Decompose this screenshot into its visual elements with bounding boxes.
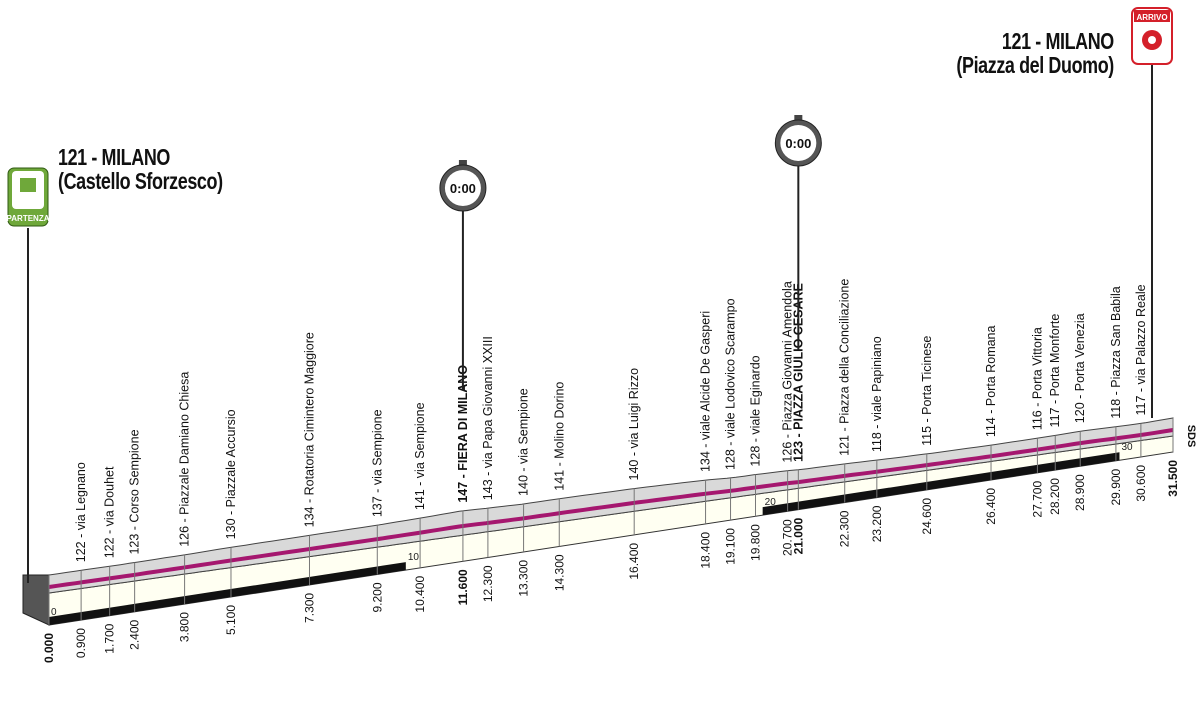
- waypoint-label: 128 - viale Eginardo: [749, 355, 763, 466]
- start-title-line2: (Castello Sforzesco): [58, 168, 223, 194]
- sds-label: SDS: [1185, 425, 1197, 448]
- waypoint-km-label: 19.800: [749, 524, 763, 561]
- waypoint-label: 121 - Piazza della Conciliazione: [838, 279, 852, 456]
- waypoint-label: 123 - PIAZZA GIULIO CESARE: [791, 283, 805, 462]
- waypoint-km-label: 5.100: [224, 605, 238, 635]
- waypoint-km-label: 31.500: [1166, 460, 1180, 497]
- stopwatch-crown: [794, 115, 803, 121]
- start-title-line1: 121 - MILANO: [58, 144, 170, 170]
- waypoint-label: 128 - viale Lodovico Scarampo: [724, 298, 738, 470]
- waypoint-label: 141 - Molino Dorino: [552, 382, 566, 491]
- waypoint-label: 147 - FIERA DI MILANO: [456, 365, 470, 503]
- waypoint-km-label: 10.400: [413, 576, 427, 613]
- waypoint-km-label: 24.600: [920, 498, 934, 535]
- waypoint-km-label: 21.000: [791, 517, 805, 554]
- stopwatch-time-label: 0:00: [785, 136, 811, 151]
- waypoint-km-label: 18.400: [699, 532, 713, 569]
- waypoint-km-label: 16.400: [627, 543, 641, 580]
- start-badge-icon: PARTENZA: [7, 167, 50, 227]
- waypoint-km-label: 28.900: [1073, 474, 1087, 511]
- waypoint-label: 137 - via Sempione: [370, 409, 384, 517]
- finish-badge-icon: ARRIVO: [1131, 7, 1173, 65]
- waypoint-km-label: 9.200: [370, 582, 384, 612]
- distance-scale-band: [49, 562, 406, 625]
- waypoint-label: 141 - via Sempione: [413, 402, 427, 510]
- waypoint-label: 134 - Rotatoria Cimintero Maggiore: [302, 332, 316, 527]
- profile-band: [48, 428, 1174, 589]
- finish-badge-label: ARRIVO: [1136, 13, 1167, 22]
- waypoint-label: 140 - via Sempione: [517, 388, 531, 496]
- waypoint-label: 126 - Piazzale Damiano Chiesa: [178, 372, 192, 547]
- waypoint-label: 143 - via Papa Giovanni XXIII: [481, 336, 495, 500]
- waypoint-km-label: 0.000: [42, 633, 56, 663]
- waypoint-label: 134 - viale Alcide De Gasperi: [699, 311, 713, 472]
- waypoint-km-label: 11.600: [456, 569, 470, 605]
- distance-marker-label: 30: [1121, 442, 1133, 453]
- distance-marker-label: 0: [51, 607, 57, 618]
- finish-title: 121 - MILANO (Piazza del Duomo): [956, 28, 1115, 78]
- stopwatch-face: [780, 125, 817, 161]
- waypoint-km-label: 0.900: [74, 628, 88, 658]
- finish-badge-top: [1134, 10, 1170, 22]
- waypoint-km-label: 1.700: [103, 623, 117, 653]
- waypoint-km-label: 13.300: [517, 560, 531, 597]
- stopwatch-time-label: 0:00: [450, 181, 476, 196]
- distance-marker-label: 10: [408, 552, 420, 563]
- stopwatch-face: [444, 170, 481, 206]
- finish-title-line2: (Piazza del Duomo): [956, 52, 1115, 78]
- waypoint-km-label: 26.400: [984, 488, 998, 525]
- waypoint-label: 117 - Porta Monforte: [1048, 314, 1062, 428]
- waypoint-label: 114 - Porta Romana: [984, 325, 998, 437]
- waypoint-km-label: 28.200: [1048, 478, 1062, 515]
- waypoint-label: 122 - via Legnano: [74, 462, 88, 562]
- waypoint-km-label: 3.800: [178, 612, 192, 642]
- waypoint-km-label: 30.600: [1134, 465, 1148, 502]
- waypoint-label: 122 - via Douhet: [103, 466, 117, 558]
- waypoint-label: 120 - Porta Venezia: [1073, 313, 1087, 423]
- waypoint-label: 117 - via Palazzo Reale: [1134, 284, 1148, 415]
- waypoint-label: 130 - Piazzale Accursio: [224, 409, 238, 539]
- waypoint-km-label: 23.200: [870, 505, 884, 542]
- waypoint-km-label: 12.300: [481, 565, 495, 602]
- waypoint-km-label: 19.100: [724, 528, 738, 565]
- waypoint-km-label: 22.300: [838, 510, 852, 547]
- waypoint-km-label: 14.300: [552, 554, 566, 591]
- waypoint-km-label: 2.400: [128, 619, 142, 649]
- waypoint-label: 126 - Piazza Giovanni Amendola: [781, 281, 795, 462]
- start-badge-label: PARTENZA: [7, 214, 50, 223]
- waypoint-label: 118 - viale Papiniano: [870, 336, 884, 452]
- flag-icon: [20, 178, 36, 192]
- waypoint-km-label: 27.700: [1030, 481, 1044, 518]
- waypoint-label: 115 - Porta Ticinese: [920, 336, 934, 446]
- waypoint-km-label: 7.300: [302, 593, 316, 623]
- waypoint-km-label: 29.900: [1109, 468, 1123, 505]
- profile-side: [22, 574, 50, 626]
- waypoint-label: 140 - via Luigi Rizzo: [627, 368, 641, 481]
- waypoint-km-label: 20.700: [781, 519, 795, 556]
- stopwatch-crown: [458, 160, 467, 166]
- stopwatch-icon: 0:00: [774, 115, 822, 167]
- waypoint-label: 116 - Porta Vittoria: [1030, 327, 1044, 430]
- waypoint-label: 123 - Corso Sempione: [128, 429, 142, 554]
- distance-marker-label: 20: [765, 497, 777, 508]
- waypoint-label: 118 - Piazza San Babila: [1109, 286, 1123, 419]
- stopwatch-icon: 0:00: [439, 160, 487, 212]
- start-title: 121 - MILANO (Castello Sforzesco): [58, 145, 223, 193]
- finish-title-line1: 121 - MILANO: [1002, 28, 1114, 54]
- finish-target-center: [1148, 36, 1156, 44]
- distance-scale-band: [762, 452, 1120, 516]
